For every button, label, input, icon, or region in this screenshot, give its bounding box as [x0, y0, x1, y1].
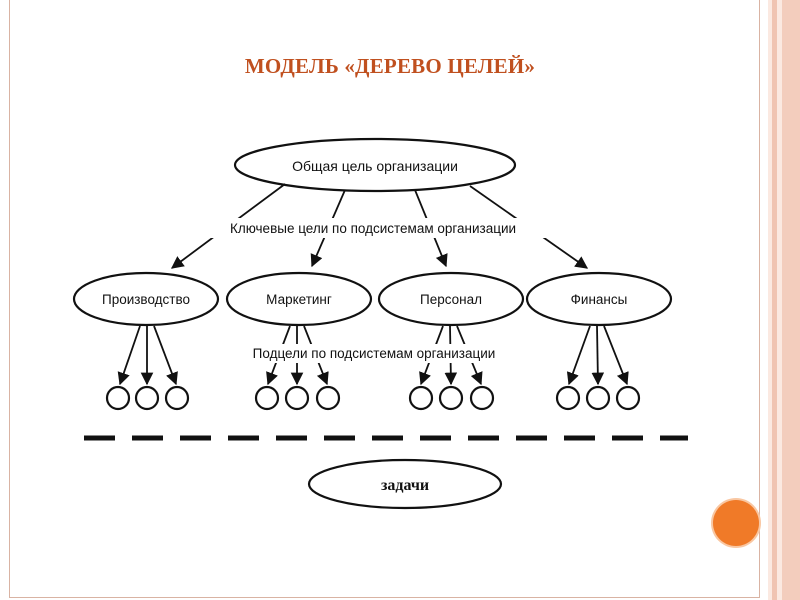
- subsystem-ellipse-personnel: [377, 271, 525, 327]
- subsystem-personnel: Персонал: [420, 292, 482, 307]
- subsystem-finance: Финансы: [571, 292, 628, 307]
- key-goals-label: Ключевые цели по подсистемам организации: [230, 221, 516, 236]
- decorative-side-band: [768, 0, 800, 600]
- subgoals-label-bg: [212, 344, 536, 363]
- key-goals-label-bg: [182, 218, 564, 238]
- tasks-ellipse: [307, 458, 503, 510]
- subsystem-ellipse-production: [72, 271, 220, 327]
- subsystem-production: Производство: [102, 292, 190, 307]
- decorative-orange-dot: [713, 500, 759, 546]
- tasks-text: задачи: [381, 477, 429, 494]
- root-goal-text: Общая цель организации: [292, 158, 458, 174]
- subsystem-ellipse-finance: [525, 271, 673, 327]
- subgoals-label: Подцели по подсистемам организации: [253, 346, 496, 361]
- subsystem-marketing: Маркетинг: [266, 292, 332, 307]
- subsystem-ellipse-marketing: [225, 271, 373, 327]
- subgoal-circles: [105, 385, 641, 411]
- root-goal-ellipse: [233, 137, 517, 193]
- slide-title: МОДЕЛЬ «ДЕРЕВО ЦЕЛЕЙ»: [244, 54, 536, 78]
